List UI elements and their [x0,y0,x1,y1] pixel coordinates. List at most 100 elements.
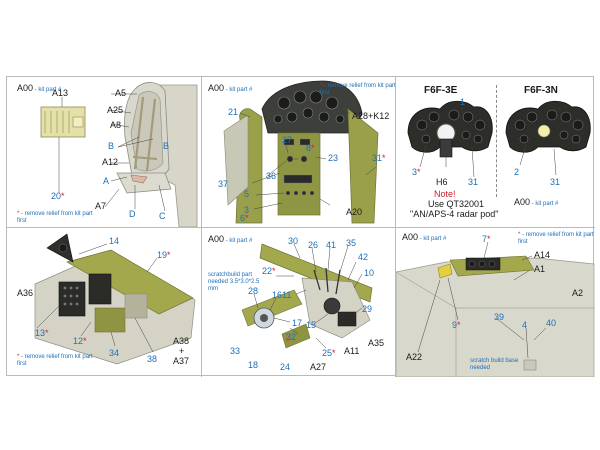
part-label-42: 42 [358,252,369,262]
part-label-38: 38 [147,354,158,364]
kit-part-header: A00 - kit part # [514,197,559,207]
kit-part-header: A00 - kit part # [208,234,253,244]
part-label-15: 15 [306,320,317,330]
variant-divider [496,85,497,197]
part-label-a2: A2 [572,288,584,298]
part-label-31: 31 [468,177,479,187]
part-label-7: 7* [482,234,491,244]
kit-part-header: A00 - kit part # [17,83,62,93]
panel-instrument-panel: A00 - kit part # * - remove relief from … [202,77,395,227]
part-label-10: 10 [364,268,375,278]
part-label-3: 3 [244,205,250,215]
part-label-20: 20* [51,191,65,201]
part-label-a22: A22 [406,352,423,362]
part-label-a12: A12 [102,157,119,167]
part-label-39: 39 [494,312,505,322]
part-label-4: 4 [522,320,528,330]
part-label-22: 22* [262,266,276,276]
instrument-panel-illustration [223,80,379,224]
part-label-26: 26 [308,240,319,250]
remove-relief-note: * - remove relief from kit part first [17,211,93,224]
part-label-a7: A7 [95,201,107,211]
part-label-b-2: B [163,141,170,151]
part-label-a1: A1 [534,264,546,274]
part-label-8: 8* [306,143,315,153]
part-label-b: B [108,141,115,151]
part-label-a5: A5 [115,88,127,98]
part-label-32: 32 [286,332,297,342]
part-label-a27: A27 [310,362,327,372]
seat-illustration [40,82,198,227]
part-label-a13: A13 [52,88,69,98]
part-label-25: 25* [322,348,336,358]
part-label-12: 12* [73,336,87,346]
part-label-c: C [159,211,166,221]
part-label-31: 31* [372,153,386,163]
part-label-a36: A36 [17,288,34,298]
part-label-14: 14 [109,236,120,246]
part-label-34: 34 [109,348,120,358]
remove-relief-note: * - remove relief from kit part first [518,232,594,245]
part-label-a38: A38 [173,336,190,346]
divider-horizontal [7,227,595,228]
right-console-illustration [241,243,373,349]
kit-part-header: A00 - kit part # [402,232,447,242]
panel-side-console-right: A00 - kit part # scratchbuild part neede… [202,228,395,377]
part-label-40: 40 [546,318,557,328]
panel-side-console-left: 14 19* A36 13* 12* 34 38 A38 + A37 * - r… [7,228,201,377]
part-label-6: 6* [240,213,249,223]
part-label-19: 19* [157,250,171,260]
part-label-a37: A37 [173,356,190,366]
part-label-27: 27 [282,135,293,145]
part-label-5: 5 [244,189,250,199]
part-label-a8: A8 [110,120,122,130]
variant-title-f6f-3n: F6F-3N [524,85,558,96]
instruction-sheet: A00 - kit part # A13 A5 A25 A8 B B A12 A… [6,76,595,377]
part-label-18: 18 [248,360,259,370]
part-label-17: 17 [292,318,303,328]
panel-seat: A00 - kit part # A13 A5 A25 A8 B B A12 A… [7,77,201,227]
part-label-a25: A25 [107,105,124,115]
part-label-a20: A20 [346,207,363,217]
part-label-21: 21 [228,107,239,117]
part-label-31-2: 31 [550,177,561,187]
note-line-2: "AN/APS-4 radar pod" [410,209,499,219]
part-label-33: 33 [230,346,241,356]
part-label-2: 2 [514,167,520,177]
part-label-a: A [103,176,110,186]
part-label-plus: + [179,346,185,356]
part-label-35: 35 [346,238,357,248]
part-label-a28-k12: A28+K12 [352,111,390,121]
part-label-29: 29 [362,304,373,314]
panel-variants: F6F-3E F6F-3N 1 3* H6 31 2 31 Note! Use … [396,77,595,227]
left-console-illustration [34,233,196,365]
part-label-a11: A11 [344,346,360,356]
remove-relief-note: * - remove relief from kit part first [320,83,395,96]
part-label-30: 30 [288,236,299,246]
part-label-28: 28 [248,286,259,296]
part-label-11: 11 [282,290,292,300]
part-label-13: 13* [35,328,49,338]
part-label-9: 9* [452,320,461,330]
kit-part-header: A00 - kit part # [208,83,253,93]
part-label-41: 41 [326,240,337,250]
scratchbuild-base-note: scratch build base needed [470,358,519,371]
part-label-37: 37 [218,179,229,189]
variant-panels-illustration [407,100,591,178]
panel-fuselage-side: A00 - kit part # * - remove relief from … [396,228,595,377]
part-label-3: 3* [412,167,421,177]
part-label-h6: H6 [436,177,448,187]
fuselage-side-illustration [396,241,595,377]
part-label-23: 23 [328,153,339,163]
note-title: Note! [434,189,456,199]
part-label-36: 36 [266,171,277,181]
part-label-24: 24 [280,362,291,372]
part-label-16: 16 [272,290,283,300]
part-label-a35: A35 [368,338,385,348]
variant-title-f6f-3e: F6F-3E [424,85,458,96]
part-label-1: 1 [460,97,466,107]
note-line-1: Use QT32001 [428,199,485,209]
part-label-a14: A14 [534,250,551,260]
part-label-d: D [129,209,136,219]
remove-relief-note: * - remove relief from kit part first [17,354,93,367]
